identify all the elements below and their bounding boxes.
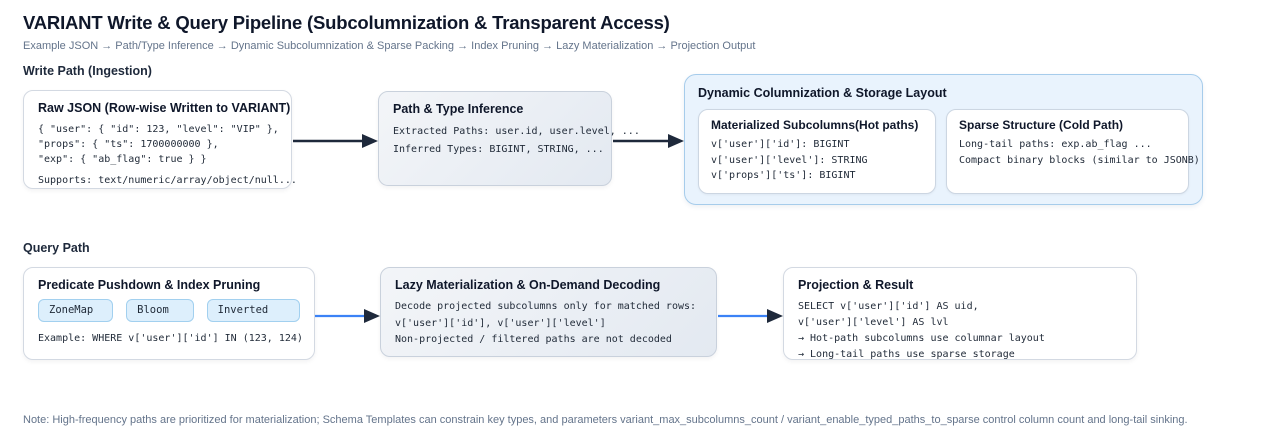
pruning-example: Example: WHERE v['user']['id'] IN (123, … xyxy=(38,333,303,344)
projection-line: SELECT v['user']['id'] AS uid, xyxy=(798,301,979,312)
flow-arrow-right-icon xyxy=(718,309,783,323)
lazy-materialization-title: Lazy Materialization & On-Demand Decodin… xyxy=(395,278,661,292)
dynamic-columnization-title: Dynamic Columnization & Storage Layout xyxy=(698,86,947,100)
footer-note: Note: High-frequency paths are prioritiz… xyxy=(23,414,1188,426)
page-title: VARIANT Write & Query Pipeline (Subcolum… xyxy=(23,12,670,33)
flow-arrow-right-icon xyxy=(315,309,380,323)
raw-json-box: Raw JSON (Row-wise Written to VARIANT) {… xyxy=(23,90,297,189)
lazy-materialization-box: Lazy Materialization & On-Demand Decodin… xyxy=(380,267,717,357)
sparse-structure-box: Sparse Structure (Cold Path) Long-tail p… xyxy=(946,109,1200,194)
flow-arrow-right-icon xyxy=(293,134,378,148)
materialized-line: v['user']['id']: BIGINT xyxy=(711,139,850,150)
projection-line: v['user']['level'] AS lvl xyxy=(798,317,949,328)
projection-line: → Hot-path subcolumns use columnar layou… xyxy=(798,333,1045,344)
materialized-line: v['user']['level']: STRING xyxy=(711,154,868,166)
sparse-structure-title: Sparse Structure (Cold Path) xyxy=(959,118,1124,132)
projection-line: → Long-tail paths use sparse storage xyxy=(798,349,1015,360)
query-path-section-label: Query Path xyxy=(23,241,90,255)
predicate-pushdown-title: Predicate Pushdown & Index Pruning xyxy=(38,278,261,292)
predicate-pushdown-box: Predicate Pushdown & Index Pruning ZoneM… xyxy=(23,267,315,360)
raw-json-box-title: Raw JSON (Row-wise Written to VARIANT) xyxy=(38,101,291,115)
breadcrumb: Example JSON → Path/Type Inference → Dyn… xyxy=(23,40,756,52)
raw-json-line: "props": { "ts": 1700000000 }, xyxy=(38,139,219,150)
index-chip-row: ZoneMap Bloom Inverted xyxy=(38,299,300,322)
path-type-inference-title: Path & Type Inference xyxy=(393,102,524,116)
inference-line: Extracted Paths: user.id, user.level, ..… xyxy=(393,126,640,137)
lazy-line: Non-projected / filtered paths are not d… xyxy=(395,334,672,345)
write-path-section-label: Write Path (Ingestion) xyxy=(23,64,152,78)
raw-json-line: "exp": { "ab_flag": true } } xyxy=(38,154,207,165)
sparse-line: Compact binary blocks (similar to JSONB) xyxy=(959,154,1200,166)
raw-json-supports-note: Supports: text/numeric/array/object/null… xyxy=(38,175,297,186)
zonemap-index-chip: ZoneMap xyxy=(38,299,114,322)
materialized-subcolumns-box: Materialized Subcolumns(Hot paths) v['us… xyxy=(698,109,936,194)
lazy-line: v['user']['id'], v['user']['level'] xyxy=(395,317,606,329)
sparse-line: Long-tail paths: exp.ab_flag ... xyxy=(959,139,1152,150)
flow-arrow-right-icon xyxy=(613,134,684,148)
raw-json-line: { "user": { "id": 123, "level": "VIP" }, xyxy=(38,124,279,135)
path-type-inference-box: Path & Type Inference Extracted Paths: u… xyxy=(378,91,640,186)
materialized-line: v['props']['ts']: BIGINT xyxy=(711,170,856,181)
lazy-line: Decode projected subcolumns only for mat… xyxy=(395,301,697,312)
materialized-subcolumns-title: Materialized Subcolumns(Hot paths) xyxy=(711,118,919,132)
inference-line: Inferred Types: BIGINT, STRING, ... xyxy=(393,144,604,155)
dynamic-columnization-panel: Dynamic Columnization & Storage Layout M… xyxy=(684,74,1203,205)
inverted-index-chip: Inverted xyxy=(206,299,300,322)
projection-result-box: Projection & Result SELECT v['user']['id… xyxy=(783,267,1137,360)
projection-result-title: Projection & Result xyxy=(798,278,914,292)
bloom-index-chip: Bloom xyxy=(126,299,194,322)
